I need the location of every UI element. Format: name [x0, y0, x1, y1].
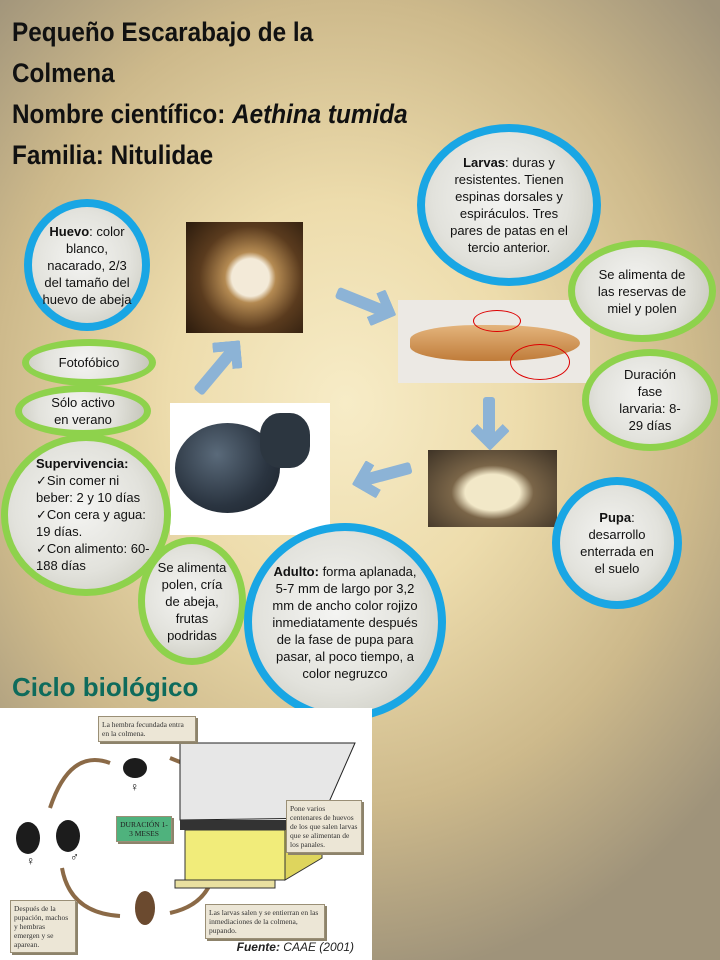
- arrow-icon: [483, 397, 495, 439]
- egg-photo: [186, 222, 303, 333]
- larva-photo: [398, 300, 590, 383]
- female-symbol: ♀: [130, 780, 139, 794]
- adult-food-circle: Se alimenta polen, cría de abeja, frutas…: [138, 537, 246, 665]
- arrow-icon: [334, 286, 388, 318]
- diagram-note: Después de la pupación, machos y hembras…: [10, 900, 76, 953]
- larva-info-circle: Larvas: duras y resistentes. Tienen espi…: [417, 124, 601, 286]
- poster-title: Pequeño Escarabajo de la Colmena Nombre …: [12, 12, 408, 176]
- egg-info-circle: Huevo: color blanco, nacarado, 2/3 del t…: [24, 199, 150, 331]
- photophobic-ellipse: Fotofóbico: [22, 339, 156, 386]
- source-citation: Fuente: CAAE (2001): [236, 940, 354, 954]
- pupa-photo: [428, 450, 557, 527]
- arrow-icon: [193, 346, 238, 396]
- survival-circle: Supervivencia: ✓Sin comer ni beber: 2 y …: [1, 434, 171, 596]
- larva-food-circle: Se alimenta de las reservas de miel y po…: [568, 240, 716, 342]
- life-cycle-diagram: La hembra fecundada entra en la colmena.…: [0, 708, 372, 960]
- larval-duration-circle: Duración fase larvaria: 8-29 días: [582, 349, 718, 451]
- family: Familia: Nitulidae: [12, 140, 214, 170]
- arrow-icon: [361, 461, 413, 487]
- male-symbol: ♂: [70, 850, 79, 864]
- diagram-note: Pone varios centenares de huevos de los …: [286, 800, 362, 853]
- pupa-info-circle: Pupa: desarrollo enterrada en el suelo: [552, 477, 682, 609]
- diagram-note: La hembra fecundada entra en la colmena.: [98, 716, 196, 742]
- female-symbol: ♀: [26, 854, 35, 868]
- adult-beetle-photo: [170, 403, 330, 535]
- duration-label: DURACIÓN 1-3 MESES: [116, 816, 172, 842]
- scientific-name: Nombre científico: Aethina tumida: [12, 99, 408, 129]
- title-line: Colmena: [12, 58, 115, 88]
- title-line: Pequeño Escarabajo de la: [12, 17, 314, 47]
- summer-active-ellipse: Sólo activo en verano: [15, 385, 151, 437]
- section-title: Ciclo biológico: [12, 672, 199, 702]
- diagram-note: Las larvas salen y se entierran en las i…: [205, 904, 325, 939]
- adult-info-circle: Adulto: forma aplanada, 5-7 mm de largo …: [244, 523, 446, 721]
